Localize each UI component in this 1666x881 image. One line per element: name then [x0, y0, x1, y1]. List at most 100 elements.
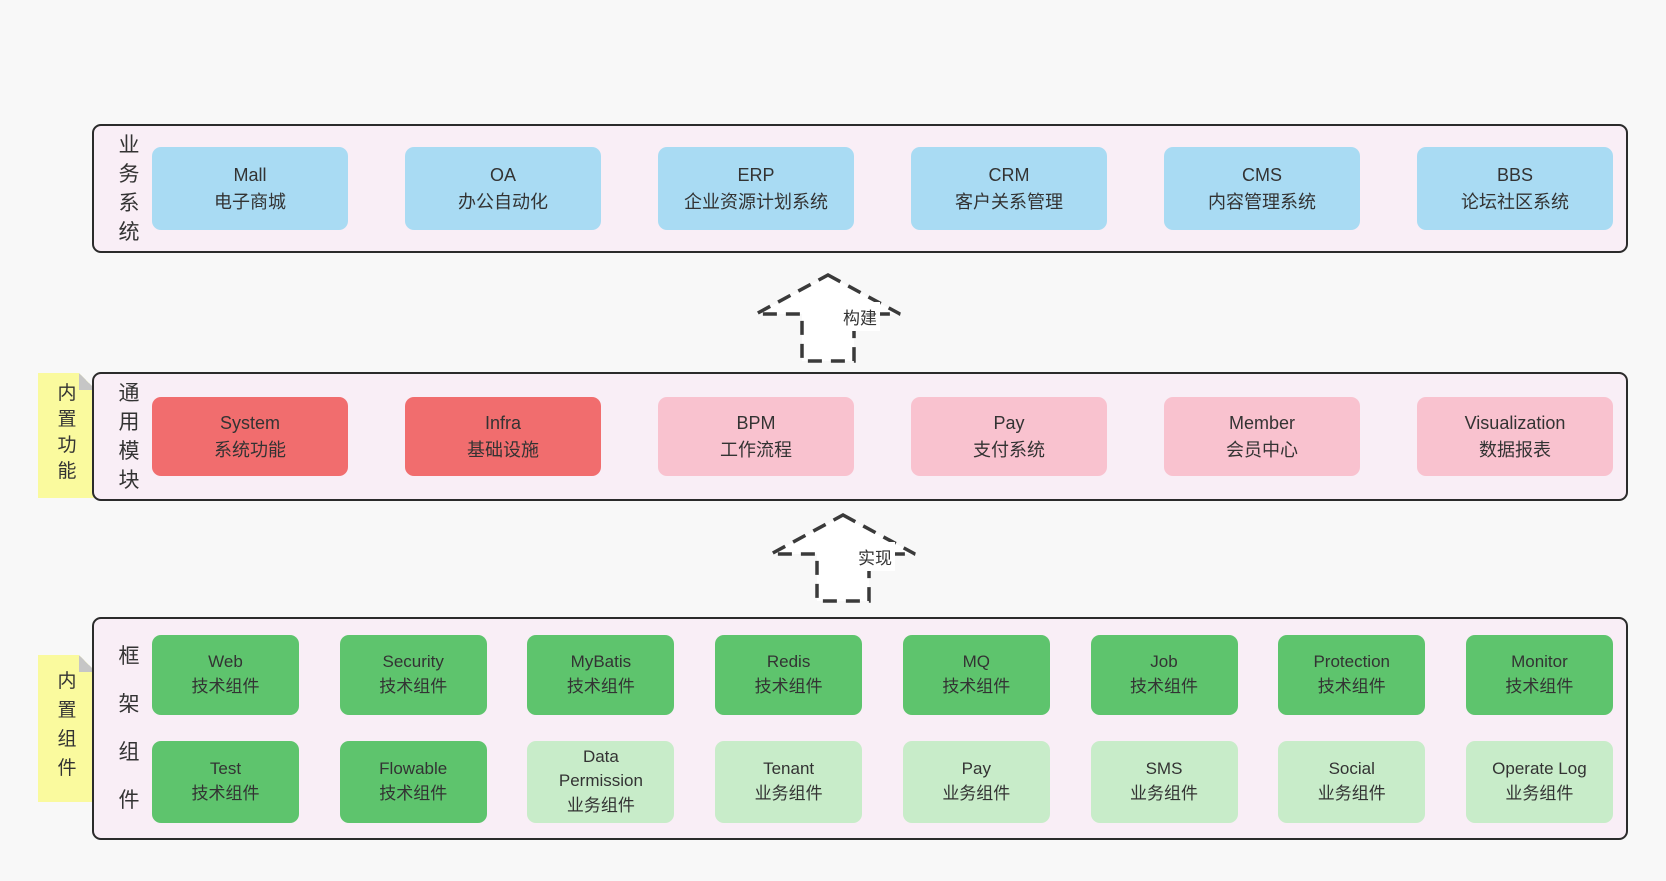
vertical-label-char: 架: [118, 692, 140, 716]
box-mybatis: MyBatis 技术组件: [527, 634, 675, 715]
box-desc: 客户关系管理: [955, 191, 1063, 212]
vertical-label-char: 框: [118, 644, 140, 668]
vertical-label-char: 能: [57, 461, 77, 482]
box-sms: SMS 业务组件: [1090, 740, 1238, 823]
box-desc: 技术组件: [379, 783, 448, 803]
box-name: Job: [1150, 651, 1178, 671]
box-desc: 业务组件: [1317, 783, 1386, 803]
box-name: BPM: [736, 413, 776, 434]
box-desc: 数据报表: [1479, 439, 1551, 460]
sticky-note-text: 内置功能: [38, 381, 96, 485]
layer-label: 框架组件: [106, 633, 152, 825]
box-member: Member 会员中心: [1164, 397, 1360, 476]
box-name: Flowable: [379, 758, 448, 778]
box-desc: 支付系统: [973, 439, 1045, 460]
box-desc: 技术组件: [379, 676, 448, 696]
box-desc: 电子商城: [214, 191, 286, 212]
vertical-label-char: 业: [118, 133, 140, 157]
box-bpm: BPM 工作流程: [658, 397, 854, 476]
box-bbs: BBS 论坛社区系统: [1417, 147, 1613, 230]
arrow-up-implement: 实现: [763, 512, 923, 604]
box-name: MyBatis: [570, 651, 632, 671]
box-desc: 企业资源计划系统: [684, 191, 828, 212]
box-name: Security: [382, 651, 444, 671]
box-desc: 会员中心: [1226, 439, 1298, 460]
box-name: Infra: [484, 413, 522, 434]
box-visualization: Visualization 数据报表: [1417, 397, 1613, 476]
box-name: CRM: [988, 165, 1030, 186]
box-name: Redis: [766, 651, 811, 671]
box-social: Social 业务组件: [1278, 740, 1426, 823]
box-name: Protection: [1313, 651, 1390, 671]
box-desc: 技术组件: [191, 783, 260, 803]
box-crm: CRM 客户关系管理: [911, 147, 1107, 230]
sticky-note-built-in-components: 内置组件: [38, 655, 96, 802]
box-security: Security 技术组件: [339, 634, 487, 715]
box-desc: 工作流程: [720, 439, 792, 460]
box-desc: 论坛社区系统: [1461, 191, 1569, 212]
layer-label: 业务系统: [106, 131, 152, 247]
box-name: SMS: [1145, 758, 1183, 778]
vertical-label-char: 统: [118, 220, 140, 244]
box-desc: 内容管理系统: [1208, 191, 1316, 212]
vertical-label-char: 内: [57, 671, 77, 692]
layer-label: 通用模块: [106, 379, 152, 495]
box-name: Social: [1328, 758, 1375, 778]
vertical-label-char: 件: [118, 788, 140, 812]
box-name: Tenant: [763, 758, 815, 778]
vertical-label-char: 置: [57, 409, 77, 430]
box-name: ERP: [737, 165, 775, 186]
box-desc: 业务组件: [942, 783, 1011, 803]
vertical-label-char: 系: [118, 191, 140, 215]
box-desc: 系统功能: [214, 439, 286, 460]
box-name: Mall: [233, 165, 267, 186]
vertical-label-char: 通: [118, 381, 140, 405]
box-desc: 技术组件: [191, 676, 260, 696]
box-desc: 办公自动化: [458, 191, 548, 212]
sticky-note-built-in-features: 内置功能: [38, 373, 96, 498]
vertical-label-char: 组: [118, 740, 140, 764]
arrow-up-build: 构建: [748, 272, 908, 364]
box-erp: ERP 企业资源计划系统: [658, 147, 854, 230]
box-desc: 业务组件: [1130, 783, 1199, 803]
dashed-up-arrow-icon: [755, 273, 901, 363]
vertical-label-char: 件: [57, 758, 77, 779]
box-name: Visualization: [1464, 413, 1566, 434]
vertical-label-char: 务: [118, 162, 140, 186]
box-name: Test: [209, 758, 242, 778]
box-desc: 技术组件: [566, 676, 635, 696]
box-name: OA: [489, 165, 516, 186]
box-oa: OA 办公自动化: [405, 147, 601, 230]
vertical-label-char: 块: [118, 468, 140, 492]
box-name: Data Permission: [558, 746, 643, 791]
box-name: Monitor: [1511, 651, 1568, 671]
box-flowable: Flowable 技术组件: [339, 740, 487, 823]
box-name: Operate Log: [1492, 758, 1587, 778]
layer-business-systems: 业务系统 Mall 电子商城 OA 办公自动化 ERP 企业资源计划系统 CRM 客户关系管理…: [92, 124, 1628, 253]
box-desc: 技术组件: [1130, 676, 1199, 696]
vertical-label-char: 组: [57, 729, 77, 750]
box-name: MQ: [962, 651, 990, 671]
box-name: BBS: [1496, 165, 1534, 186]
dashed-up-arrow-icon: [770, 513, 916, 603]
vertical-label-char: 模: [118, 439, 140, 463]
vertical-label-char: 置: [57, 700, 77, 721]
box-mall: Mall 电子商城: [152, 147, 348, 230]
box-name: Member: [1228, 413, 1295, 434]
